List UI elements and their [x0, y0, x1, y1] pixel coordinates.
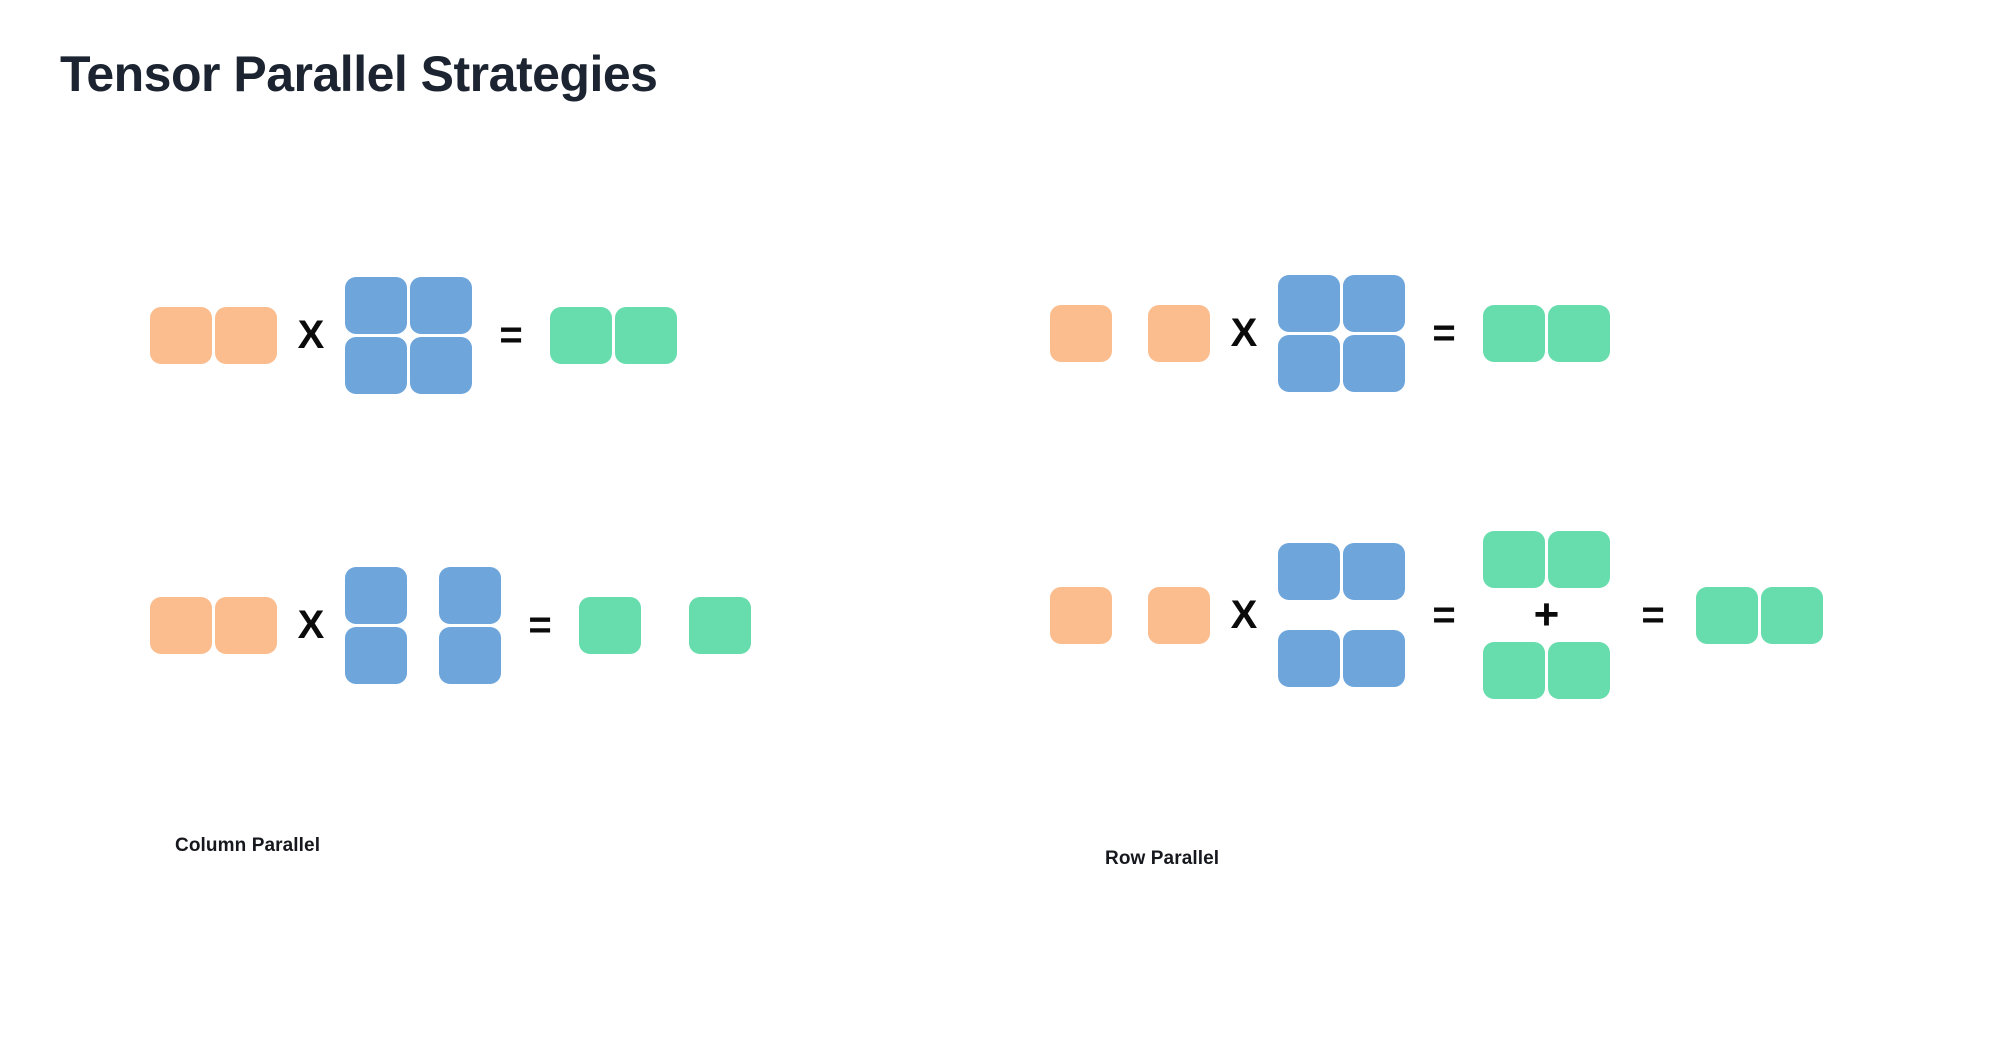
equation-row: X = + = [1050, 530, 1823, 700]
multiply-operator: X [1230, 593, 1258, 637]
matrix-cell [1050, 304, 1112, 362]
matrix-cell [1343, 543, 1405, 600]
output-activation-matrix [550, 306, 677, 364]
matrix-cell [410, 276, 472, 334]
matrix-cell [1483, 304, 1545, 362]
matrix-cell [1343, 334, 1405, 392]
equals-operator: = [528, 603, 552, 647]
matrix-cell [1343, 630, 1405, 687]
equals-operator: = [1432, 311, 1456, 355]
equation-row: X = [1050, 248, 1610, 418]
matrix-cell [345, 566, 407, 624]
matrix-cell [345, 276, 407, 334]
output-activation-matrix-column-sharded [579, 596, 751, 654]
matrix-cell [1548, 304, 1610, 362]
matrix-cell [1548, 531, 1610, 588]
matrix-cell [345, 626, 407, 684]
weight-matrix [345, 276, 472, 394]
caption-column-parallel: Column Parallel [175, 835, 321, 856]
matrix-cell [150, 596, 212, 654]
matrix-cell [1548, 642, 1610, 699]
caption-row-parallel: Row Parallel [1105, 848, 1220, 869]
output-activation-matrix [1483, 304, 1610, 362]
matrix-cell [1761, 586, 1823, 644]
equals-operator: = [1432, 593, 1456, 637]
input-activation-matrix [1050, 304, 1210, 362]
matrix-cell [1278, 274, 1340, 332]
weight-matrix-column-sharded [345, 566, 501, 684]
matrix-cell [150, 306, 212, 364]
partial-output-top [1483, 531, 1610, 588]
input-activation-matrix [150, 306, 277, 364]
matrix-cell [1278, 334, 1340, 392]
matrix-cell [1696, 586, 1758, 644]
matrix-cell [215, 306, 277, 364]
matrix-cell [1278, 630, 1340, 687]
matrix-cell [550, 306, 612, 364]
equation-row: X = [150, 250, 677, 420]
diagram-panel-top-right: X = [1050, 248, 1610, 418]
input-activation-matrix [150, 596, 277, 654]
matrix-cell [345, 336, 407, 394]
matrix-cell [689, 596, 751, 654]
matrix-cell [615, 306, 677, 364]
diagram-panel-row-parallel: X = + = [1050, 530, 1823, 700]
matrix-cell [579, 596, 641, 654]
matrix-cell [1483, 642, 1545, 699]
plus-operator: + [1533, 590, 1560, 639]
matrix-cell [1278, 543, 1340, 600]
weight-matrix [1278, 274, 1405, 392]
output-activation-matrix [1696, 586, 1823, 644]
matrix-cell [410, 336, 472, 394]
matrix-cell [1148, 586, 1210, 644]
matrix-cell [1050, 586, 1112, 644]
page-title: Tensor Parallel Strategies [60, 46, 658, 102]
diagram-panel-top-left: X = [150, 250, 677, 420]
multiply-operator: X [297, 603, 325, 647]
matrix-cell [1483, 531, 1545, 588]
equals-operator-final: = [1641, 593, 1665, 637]
matrix-cell [1343, 274, 1405, 332]
partial-sum-group: + [1483, 531, 1610, 699]
partial-output-bottom [1483, 642, 1610, 699]
matrix-cell [439, 566, 501, 624]
equals-operator: = [499, 313, 523, 357]
multiply-operator: X [1230, 311, 1258, 355]
diagram-panel-column-parallel: X = [150, 540, 751, 710]
input-activation-matrix-column-sharded [1050, 586, 1210, 644]
weight-matrix-row-sharded [1278, 543, 1405, 687]
multiply-operator: X [297, 313, 325, 357]
equation-row: X = [150, 540, 751, 710]
matrix-cell [215, 596, 277, 654]
matrix-cell [439, 626, 501, 684]
matrix-cell [1148, 304, 1210, 362]
